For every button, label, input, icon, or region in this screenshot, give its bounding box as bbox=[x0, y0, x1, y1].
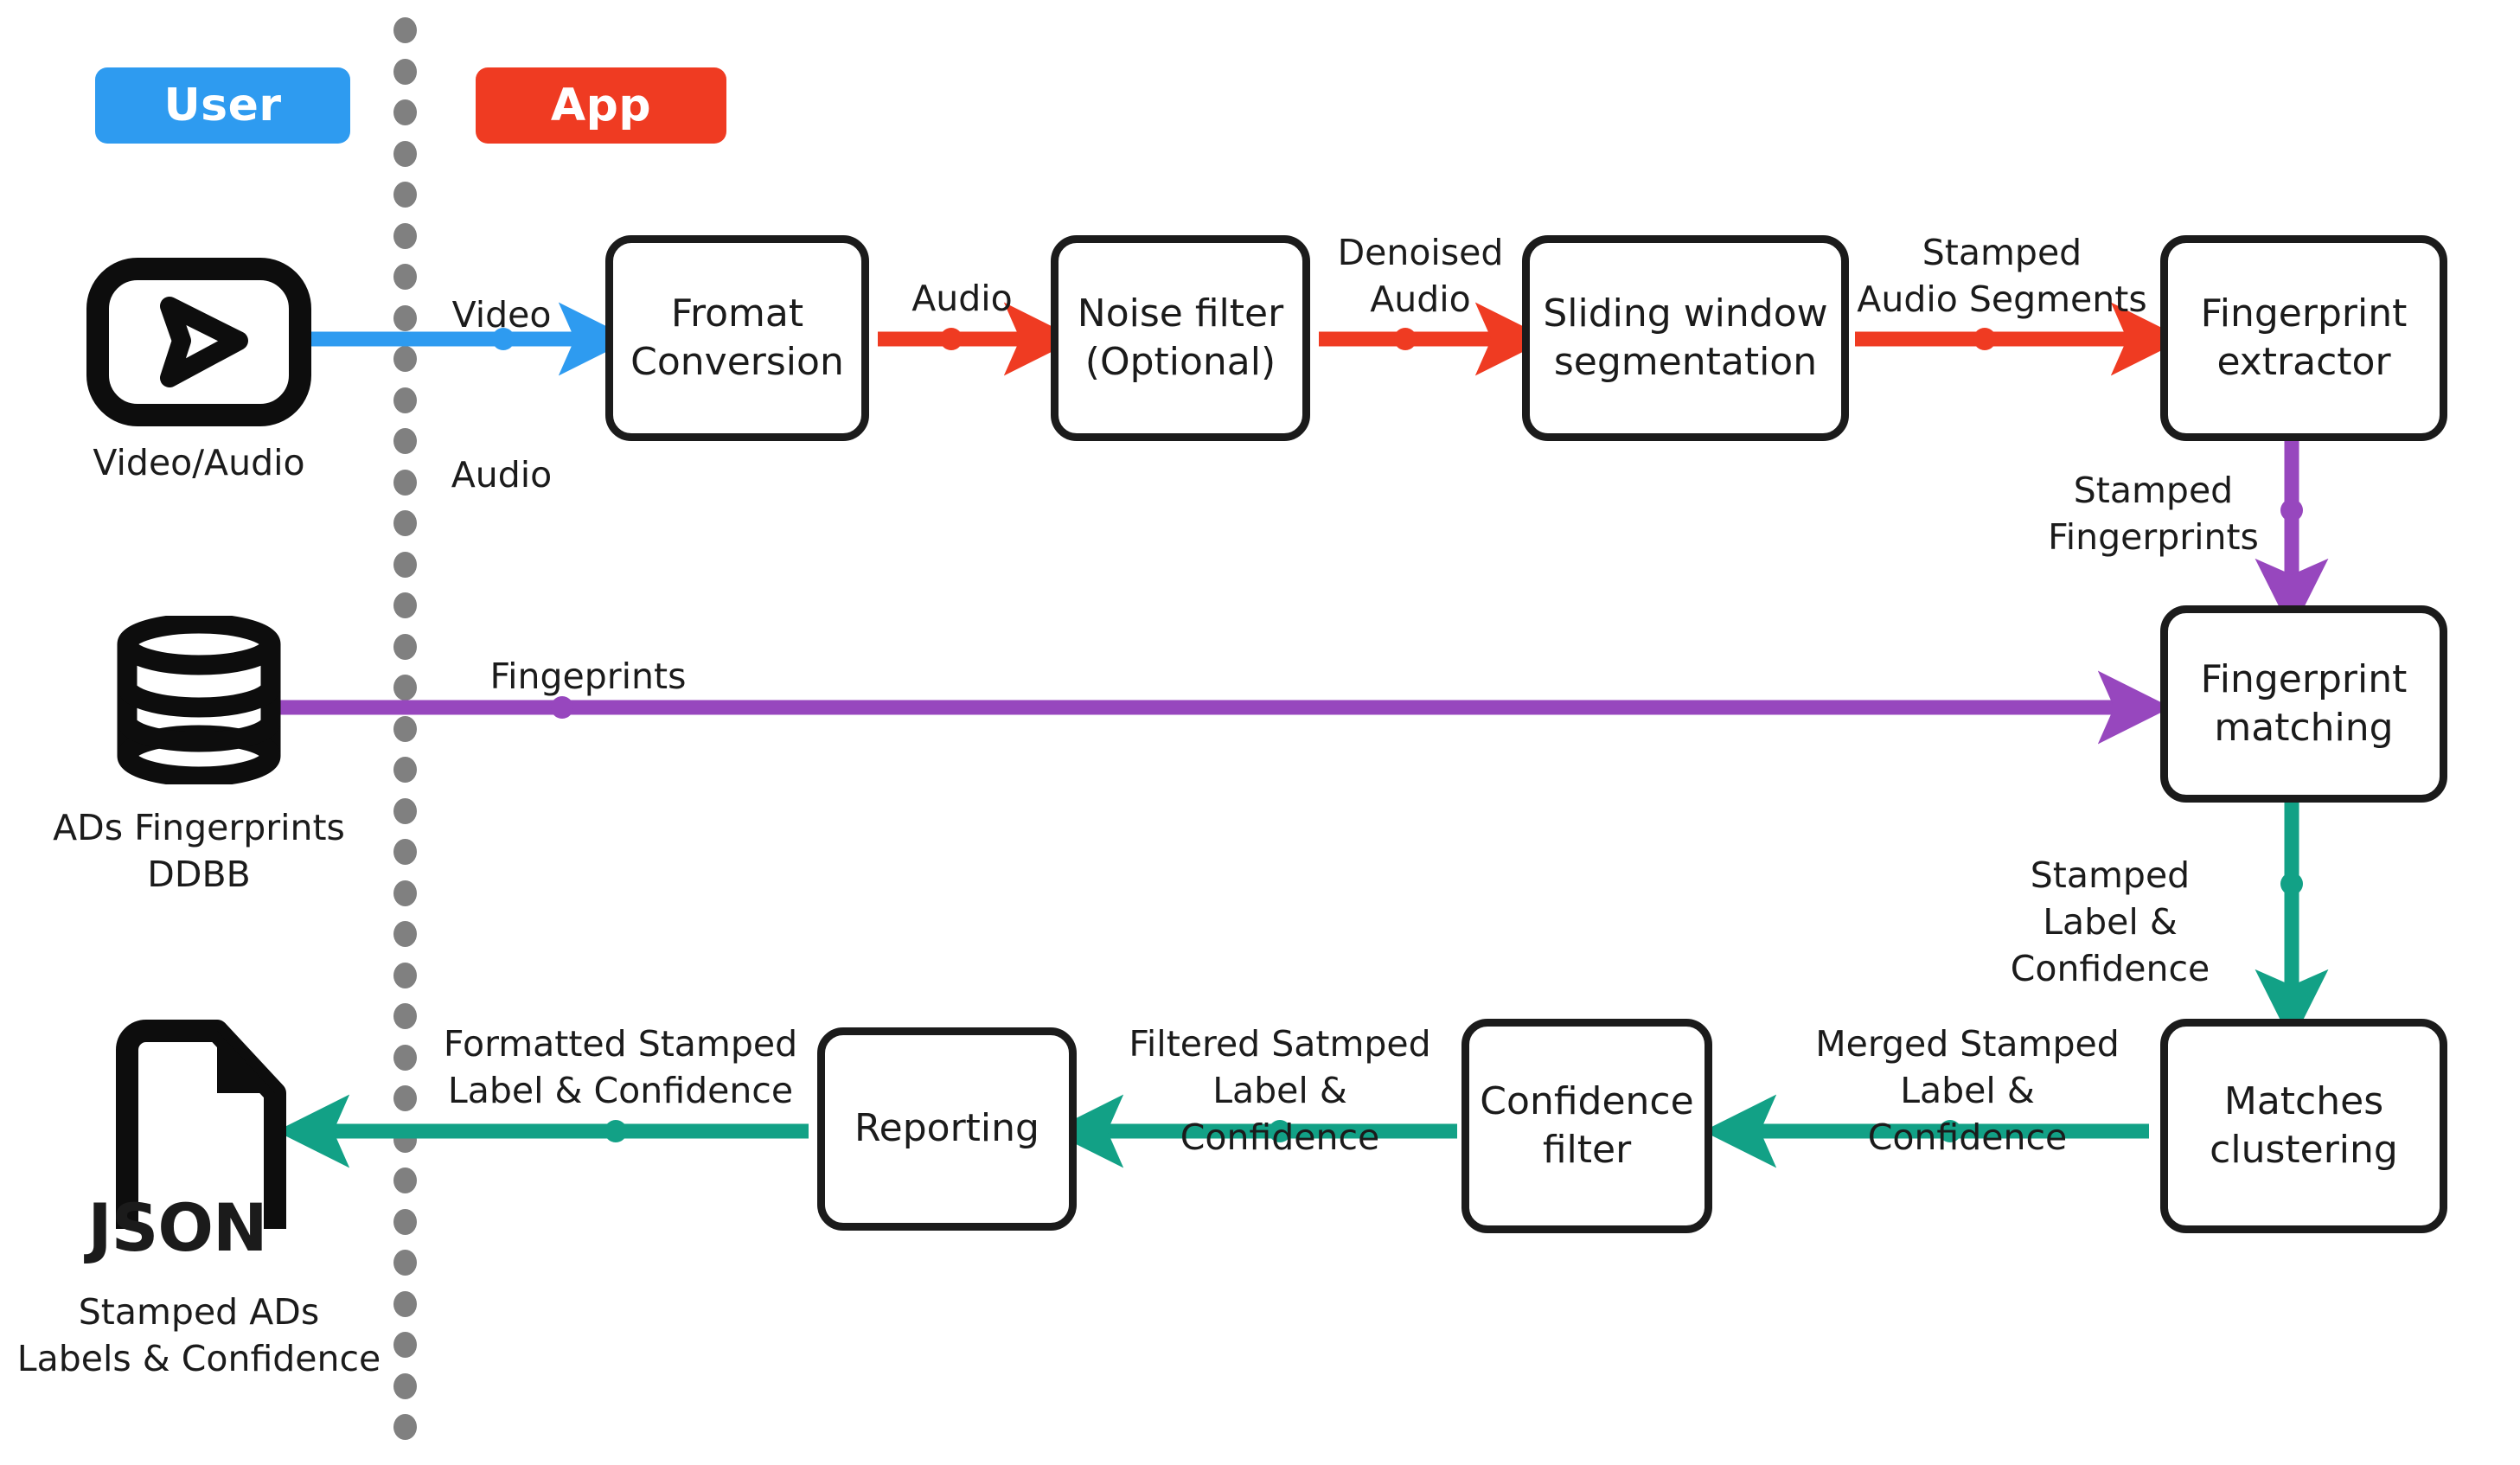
divider-dot bbox=[393, 1332, 417, 1358]
edge-reporting-to-json bbox=[276, 1094, 809, 1168]
edge-label-stamped-fingerprints: Stamped Fingerprints bbox=[2048, 470, 2259, 559]
divider-dot bbox=[393, 962, 417, 988]
divider-dot bbox=[393, 510, 417, 536]
database-cylinder-icon bbox=[112, 613, 285, 787]
divider-dot bbox=[393, 1372, 417, 1399]
edge-label-denoised-audio: Denoised Audio bbox=[1337, 232, 1504, 321]
ads-fingerprints-ddbb-caption: ADs Fingerprints DDBB bbox=[53, 807, 345, 896]
json-file-icon bbox=[108, 1019, 294, 1235]
divider-dot bbox=[393, 592, 417, 618]
divider-dot bbox=[393, 551, 417, 578]
divider-dot bbox=[393, 1085, 417, 1111]
node-sliding-window-segmentation[interactable]: Sliding window segmentation bbox=[1522, 235, 1849, 441]
divider-dot bbox=[393, 99, 417, 125]
divider-dot bbox=[393, 1290, 417, 1317]
node-fingerprint-extractor[interactable]: Fingerprint extractor bbox=[2160, 235, 2447, 441]
edge-label-stamped-audio-segments: Stamped Audio Segments bbox=[1857, 232, 2147, 321]
edge-matching-to-clustering bbox=[2255, 803, 2329, 1043]
legend-app-label: App bbox=[550, 80, 652, 131]
divider-dot bbox=[393, 346, 417, 372]
divider-dot bbox=[393, 633, 417, 660]
video-play-icon bbox=[86, 258, 311, 426]
edge-label-audio: Audio bbox=[911, 278, 1013, 319]
node-reporting[interactable]: Reporting bbox=[817, 1027, 1077, 1231]
video-audio-caption: Video/Audio bbox=[93, 442, 305, 483]
divider-dot bbox=[393, 304, 417, 331]
divider-dot bbox=[393, 182, 417, 208]
legend-user-label: User bbox=[163, 80, 282, 131]
swimlane-divider bbox=[393, 17, 419, 1453]
edge-format-to-noise bbox=[878, 302, 1078, 376]
divider-dot bbox=[393, 1414, 417, 1440]
legend-pill-app: App bbox=[476, 67, 726, 144]
divider-dot bbox=[393, 1126, 417, 1153]
divider-dot bbox=[393, 387, 417, 413]
divider-dot bbox=[393, 880, 417, 906]
divider-dot bbox=[393, 921, 417, 947]
json-badge-label: JSON bbox=[87, 1189, 267, 1266]
node-format-conversion[interactable]: Fromat Conversion bbox=[605, 235, 869, 441]
node-noise-filter[interactable]: Noise filter (Optional) bbox=[1051, 235, 1310, 441]
divider-dot bbox=[393, 264, 417, 290]
divider-dot bbox=[393, 797, 417, 824]
edge-sliding-to-extractor bbox=[1855, 302, 2184, 376]
divider-dot bbox=[393, 1168, 417, 1193]
edge-extractor-to-matching bbox=[2255, 437, 2329, 632]
divider-dot bbox=[393, 469, 417, 496]
divider-dot bbox=[393, 839, 417, 865]
divider-dot bbox=[393, 675, 417, 701]
divider-dot bbox=[393, 428, 417, 454]
divider-dot bbox=[393, 222, 417, 249]
legend-pill-user: User bbox=[95, 67, 350, 144]
edge-label-video-audio: Video Audio bbox=[451, 294, 553, 496]
divider-dot bbox=[393, 715, 417, 742]
divider-dot bbox=[393, 1044, 417, 1071]
divider-dot bbox=[393, 58, 417, 85]
divider-dot bbox=[393, 1003, 417, 1029]
divider-dot bbox=[393, 1250, 417, 1276]
divider-dot bbox=[393, 757, 417, 783]
node-confidence-filter[interactable]: Confidence filter bbox=[1461, 1019, 1712, 1233]
edge-label-merged-stamped: Merged Stamped Label & Confidence bbox=[1815, 1023, 2120, 1159]
edge-label-filtered-satmped: Filtered Satmped Label & Confidence bbox=[1129, 1023, 1431, 1159]
edge-label-stamped-label-confidence: Stamped Label & Confidence bbox=[2010, 854, 2210, 990]
edge-noise-to-sliding bbox=[1319, 302, 1549, 376]
divider-dot bbox=[393, 17, 417, 43]
edge-label-fingeprints: Fingeprints bbox=[489, 656, 687, 697]
node-matches-clustering[interactable]: Matches clustering bbox=[2160, 1019, 2447, 1233]
edge-label-formatted-stamped: Formatted Stamped Label & Confidence bbox=[443, 1023, 798, 1112]
divider-dot bbox=[393, 1208, 417, 1235]
node-fingerprint-matching[interactable]: Fingerprint matching bbox=[2160, 605, 2447, 803]
stamped-ads-caption: Stamped ADs Labels & Confidence bbox=[16, 1291, 381, 1380]
divider-dot bbox=[393, 140, 417, 167]
